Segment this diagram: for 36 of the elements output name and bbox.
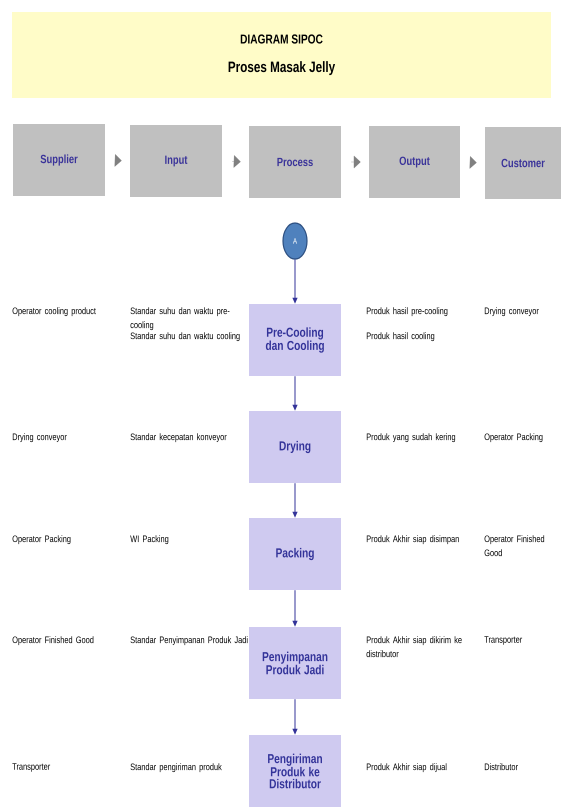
title-band: DIAGRAM SIPOC Proses Masak Jelly <box>12 12 551 98</box>
cell-text: Standar pengiriman produk <box>130 763 222 772</box>
cell-text: Produk hasil pre-cooling <box>366 307 448 316</box>
chevron-arrow <box>470 156 477 169</box>
cell-text: Transporter <box>484 636 522 645</box>
cell-text: Operator Packing <box>12 535 70 544</box>
cell-text: Drying conveyor <box>484 307 539 316</box>
cell-text: Distributor <box>484 763 518 770</box>
process-box: Pengiriman Produk ke Distributor <box>249 735 341 807</box>
cell-text: Produk yang sudah kering <box>366 433 456 442</box>
cell-text: Standar kecepatan konveyor <box>130 433 227 442</box>
column-header-box: Customer <box>485 127 561 199</box>
cell-text: Produk Akhir siap dikirim ke distributor <box>366 636 462 658</box>
column-header-box: Input <box>130 125 222 197</box>
cell-text: Operator cooling product <box>12 307 96 316</box>
cell-text: Operator Finished Good <box>484 535 544 556</box>
chevron-arrow <box>351 156 361 168</box>
cell-text: WI Packing <box>130 535 168 544</box>
column-header-box: Supplier <box>13 124 105 196</box>
cell-text: Produk Akhir siap disimpan <box>366 535 459 544</box>
process-box: Penyimpanan Produk Jadi <box>249 627 341 699</box>
cell-text: Drying conveyor <box>12 433 67 442</box>
cell-text: Operator Packing <box>484 433 542 442</box>
chevron-arrow <box>232 155 241 168</box>
cell-text: Operator Finished Good <box>12 636 94 646</box>
cell-text: Standar suhu dan waktu pre-cooling <box>130 307 230 330</box>
cell-text: Standar suhu dan waktu cooling <box>130 332 240 342</box>
process-box: Pre-Cooling dan Cooling <box>249 304 341 376</box>
column-header-box: Output <box>369 126 460 198</box>
process-box: Drying <box>249 411 341 483</box>
chevron-arrow <box>114 154 122 167</box>
process-box: Packing <box>249 518 341 590</box>
cell-text: Transporter <box>12 763 50 772</box>
cell-text: Produk hasil cooling <box>366 332 434 342</box>
column-header-box: Process <box>249 126 341 198</box>
cell-text: Produk Akhir siap dijual <box>366 763 446 772</box>
